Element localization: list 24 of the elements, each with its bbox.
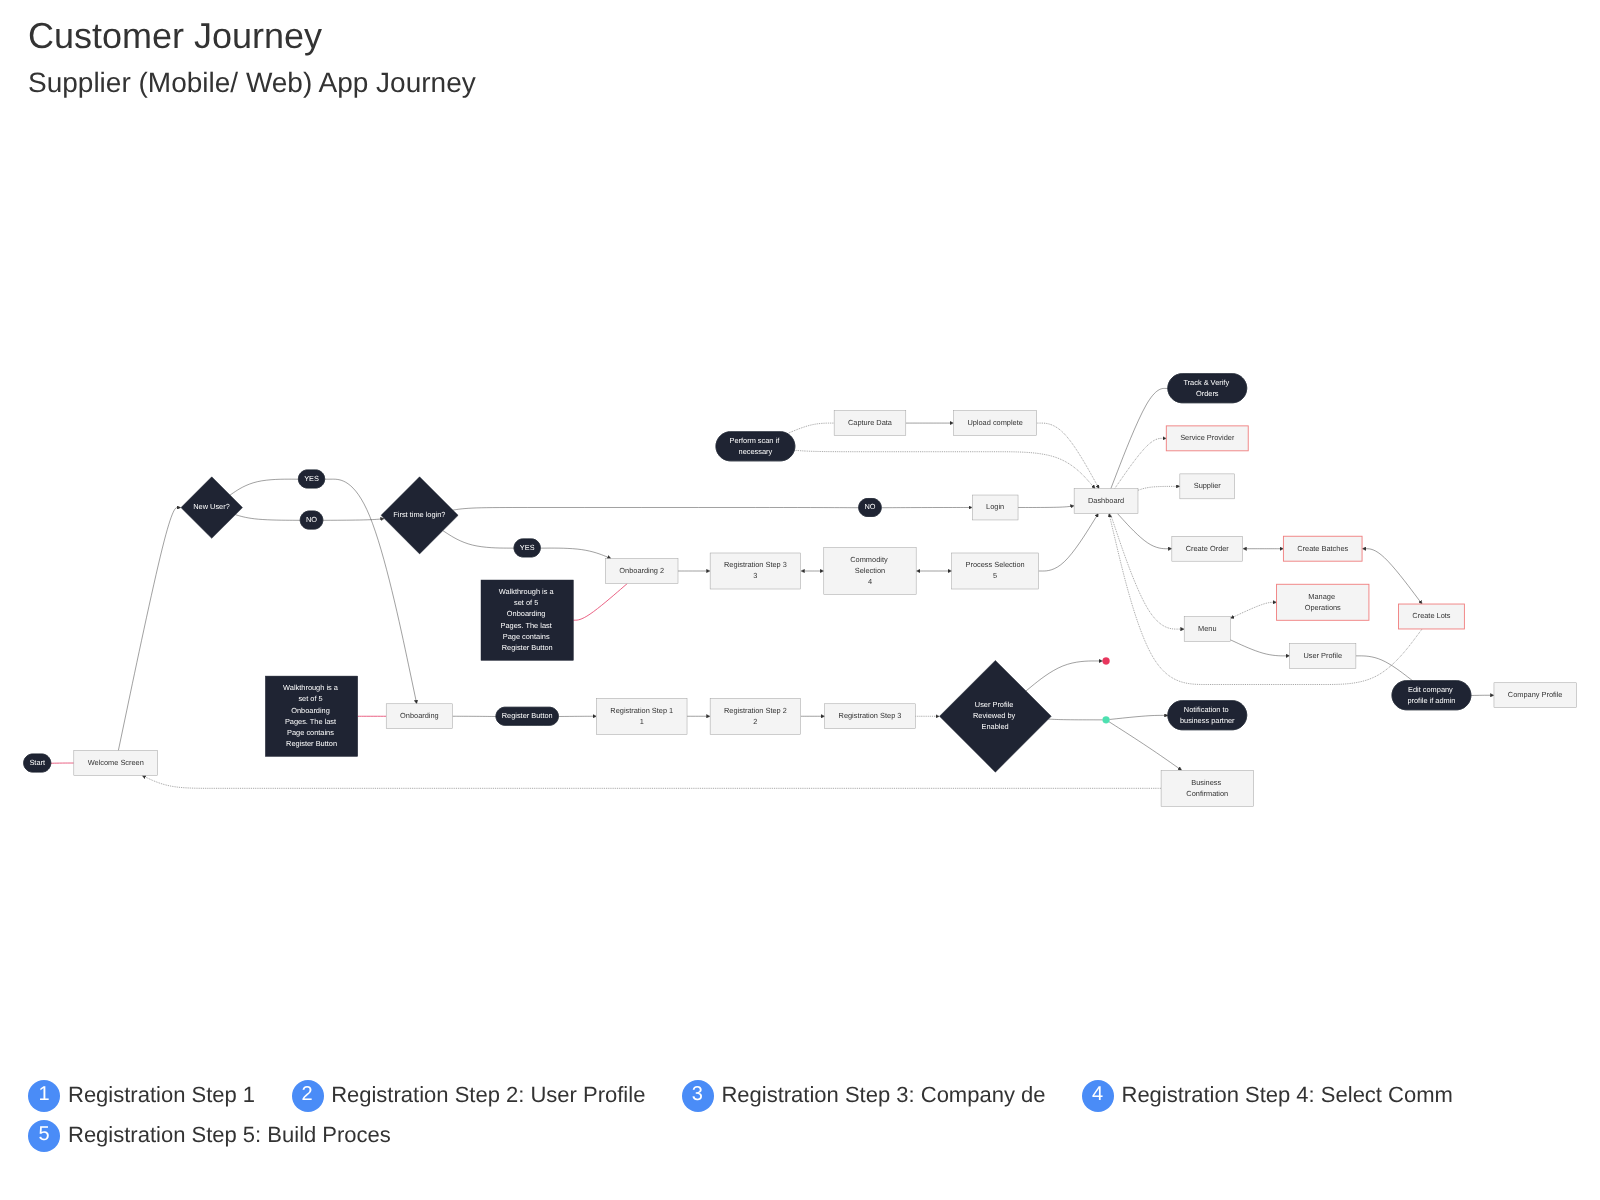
connector: [1048, 718, 1103, 721]
connector: [235, 514, 301, 521]
connector: [572, 583, 628, 621]
subtitle: Supplier (Mobile/ Web) App Journey: [28, 66, 476, 98]
connector: [1355, 655, 1414, 682]
step-note: Registration Step 1: [68, 1084, 256, 1108]
step-note: Registration Step 3: Company de: [721, 1084, 1046, 1108]
connector: [50, 762, 75, 764]
step-note: Registration Step 4: Select Comm: [1121, 1084, 1453, 1108]
step-note: Registration Step 5: Build Proces: [68, 1124, 391, 1148]
step-number-badge: 3: [681, 1080, 714, 1112]
step-note: Registration Step 2: User Profile: [331, 1084, 646, 1108]
step-number-badge: 2: [291, 1080, 324, 1112]
node-circle: [1102, 657, 1110, 665]
connector: [787, 422, 835, 434]
connector: [442, 530, 515, 549]
node-circle: [1102, 716, 1110, 724]
connector: [229, 478, 299, 496]
connector: [452, 716, 497, 717]
step-number-badge: 4: [1081, 1080, 1114, 1112]
connector: [357, 715, 387, 717]
step-number-badge: 1: [28, 1080, 60, 1112]
step-number-badge: 5: [28, 1120, 60, 1152]
title: Customer Journey: [28, 16, 325, 58]
